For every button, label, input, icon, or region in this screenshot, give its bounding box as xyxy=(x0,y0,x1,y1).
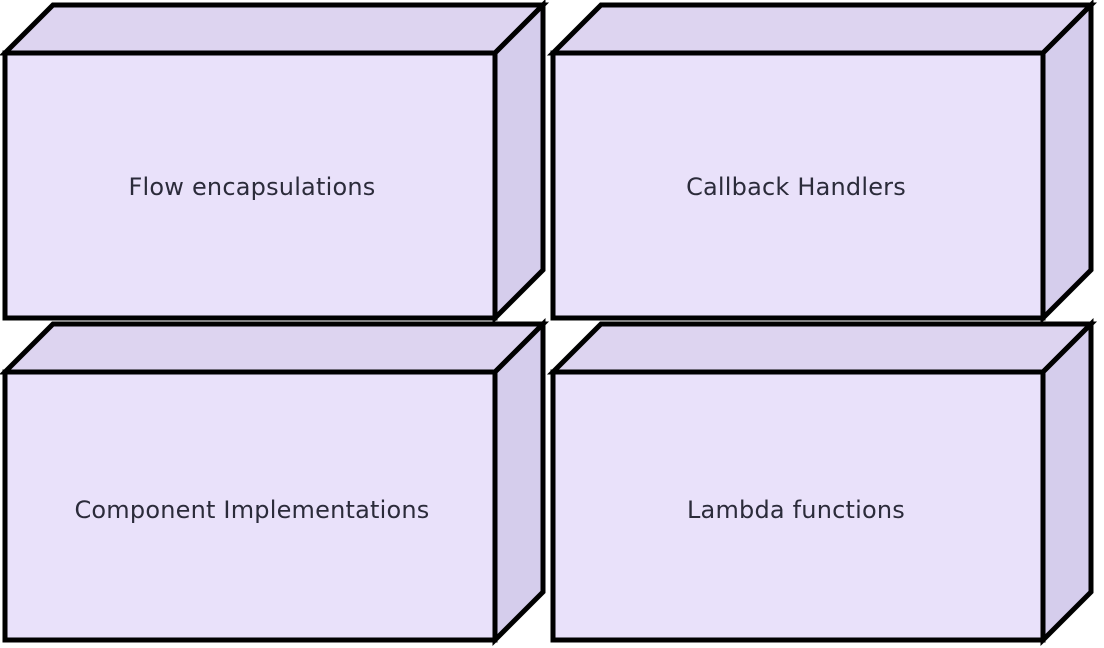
box-label: Callback Handlers xyxy=(686,173,906,201)
box-top-face xyxy=(546,321,1098,375)
box-label: Lambda functions xyxy=(687,496,905,524)
box-front-face xyxy=(2,50,498,321)
box-flow-encapsulations[interactable]: Flow encapsulations xyxy=(0,0,550,325)
box-top-face xyxy=(546,2,1098,56)
box-top-face xyxy=(0,321,550,375)
box-label: Flow encapsulations xyxy=(129,173,376,201)
box-side-face xyxy=(1040,0,1094,325)
box-side-face xyxy=(1040,317,1094,647)
box-side-face xyxy=(492,317,546,647)
box-callback-handlers[interactable]: Callback Handlers xyxy=(546,0,1098,325)
box-front-face xyxy=(550,50,1046,321)
box-lambda-functions[interactable]: Lambda functions xyxy=(546,317,1098,647)
box-top-face xyxy=(0,2,550,56)
box-label: Component Implementations xyxy=(74,496,429,524)
box-component-implementations[interactable]: Component Implementations xyxy=(0,317,550,647)
box-front-face xyxy=(550,369,1046,643)
box-side-face xyxy=(492,0,546,325)
box-front-face xyxy=(2,369,498,643)
